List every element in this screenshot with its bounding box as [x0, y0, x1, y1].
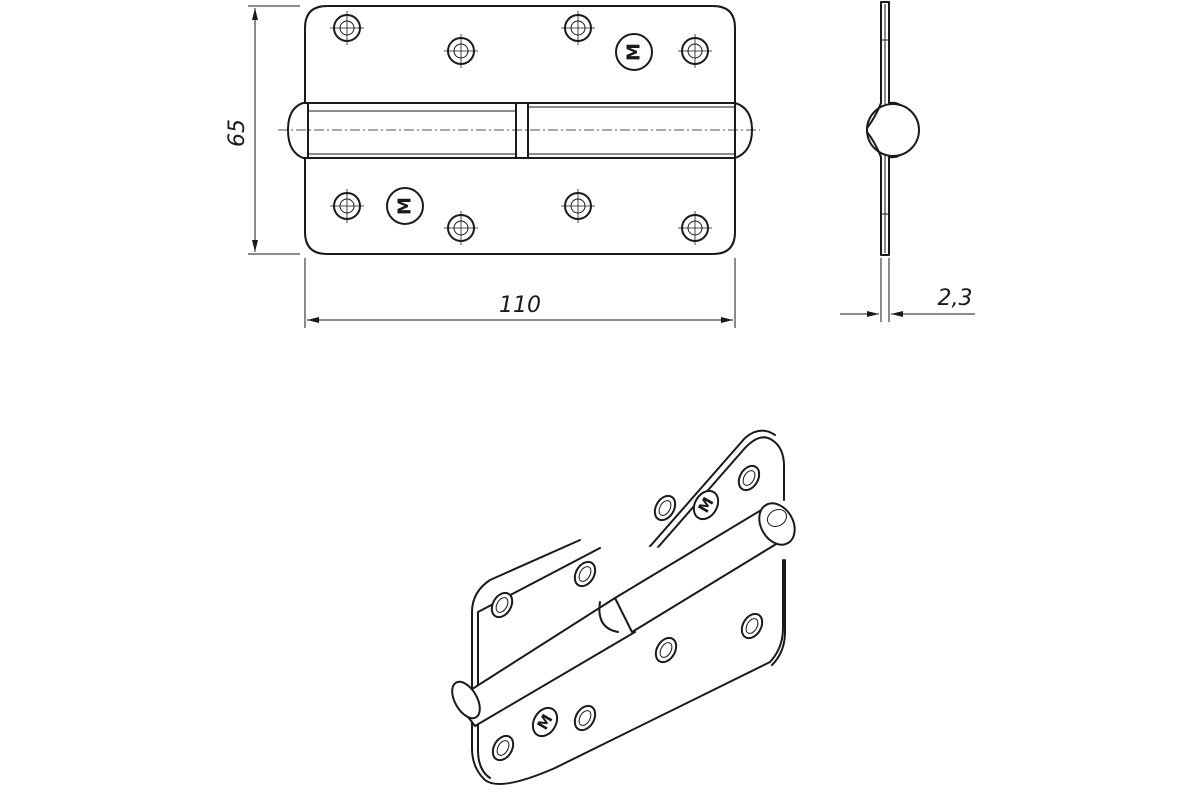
dimension-thickness: 2,3: [840, 258, 975, 322]
screw-hole: [737, 464, 761, 492]
screw-hole: [490, 591, 514, 619]
side-leaf: [880, 1, 890, 256]
screw-hole: [330, 189, 364, 223]
screw-hole: [573, 704, 597, 732]
screw-hole: [444, 211, 478, 245]
screw-hole: [678, 211, 712, 245]
thickness-dimension-label: 2,3: [938, 286, 973, 311]
width-dimension-label: 110: [499, 293, 541, 318]
logo-mark: M: [692, 489, 720, 521]
iso-barrel: [451, 502, 796, 727]
screw-hole: [561, 189, 595, 223]
height-dimension-label: 65: [225, 119, 250, 147]
logo-mark: M: [615, 33, 653, 71]
screw-hole: [654, 636, 678, 664]
side-knuckle: [866, 103, 920, 157]
logo-letter: M: [624, 43, 645, 61]
screw-hole: [678, 34, 712, 68]
screw-hole: [740, 612, 764, 640]
upper-leaf: [304, 5, 736, 104]
screw-hole: [561, 11, 595, 45]
isometric-view: M M: [451, 429, 796, 785]
screw-hole: [653, 494, 677, 522]
side-view: 2,3: [840, 1, 975, 322]
dimension-height: 65: [225, 5, 300, 255]
dimension-width: 110: [304, 258, 736, 328]
screw-hole: [330, 11, 364, 45]
screw-hole: [573, 560, 597, 588]
logo-mark: M: [531, 706, 559, 738]
front-view: M M 65 110: [225, 5, 760, 328]
screw-hole: [444, 34, 478, 68]
screw-hole: [491, 734, 515, 762]
logo-letter: M: [395, 197, 416, 215]
logo-mark: M: [386, 187, 424, 225]
lower-leaf: [304, 157, 736, 255]
knuckle-barrel: [278, 102, 760, 159]
